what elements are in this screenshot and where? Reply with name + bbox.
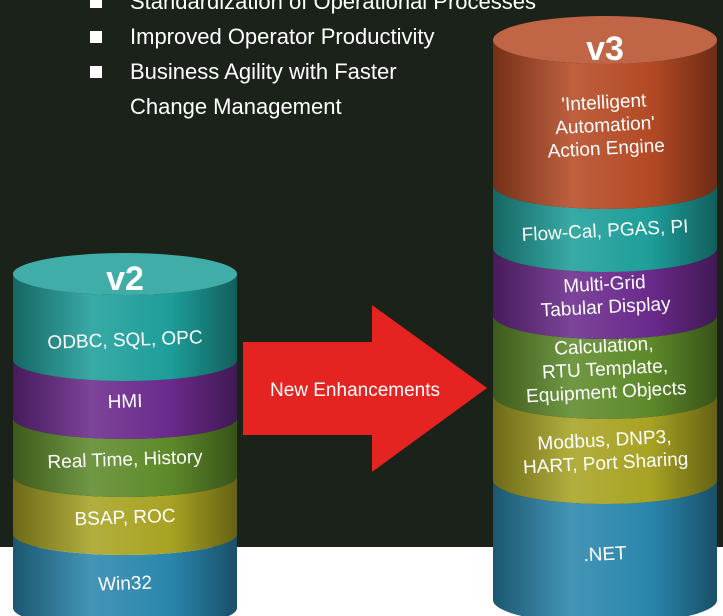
bullet-text-continuation: Change Management	[130, 94, 342, 119]
square-bullet-icon	[90, 0, 102, 8]
version-label: v3	[586, 30, 624, 68]
cylinder-segment	[13, 274, 237, 381]
square-bullet-icon	[90, 31, 102, 43]
v3-cylinder-stack: .NET Modbus, DNP3,HART, Port Sharing Calcu…	[493, 16, 717, 616]
cylinder-segment	[493, 40, 717, 209]
bullet-item: Business Agility with Faster Change Mana…	[88, 54, 536, 124]
cylinder-segment	[493, 315, 717, 419]
benefits-list: Standardization of Operational Processes…	[88, 0, 536, 124]
cylinder-segment	[13, 534, 237, 616]
enhancement-arrow: New Enhancements	[243, 305, 487, 472]
bullet-item: Improved Operator Productivity	[88, 19, 536, 54]
segment-label: HMI	[107, 391, 143, 413]
segment-label: BSAP, ROC	[74, 506, 176, 531]
cylinder-segment	[493, 480, 717, 616]
bullet-text: Improved Operator Productivity	[130, 24, 435, 49]
cylinder-segment	[493, 248, 717, 339]
cylinder-segment	[13, 360, 237, 439]
cylinder-segment	[13, 418, 237, 497]
bullet-item: Standardization of Operational Processes	[88, 0, 536, 19]
bullet-text: Standardization of Operational Processes	[130, 0, 537, 14]
segment-label: Modbus, DNP3,HART, Port Sharing	[521, 426, 689, 479]
square-bullet-icon	[90, 66, 102, 78]
cylinder-top-cap	[493, 16, 717, 64]
arrow-label: New Enhancements	[270, 380, 440, 401]
version-label: v2	[106, 260, 144, 298]
cylinder-segment	[493, 185, 717, 272]
cylinder-segment	[493, 395, 717, 504]
segment-label: Calculation,RTU Template,Equipment Objec…	[523, 332, 687, 407]
right-arrow-icon	[243, 305, 487, 472]
cylinder-segment	[13, 476, 237, 555]
bullet-text: Business Agility with Faster	[130, 59, 397, 84]
segment-label: Win32	[98, 573, 153, 596]
segment-label: .NET	[583, 543, 628, 566]
cylinder-top-cap	[13, 253, 237, 295]
